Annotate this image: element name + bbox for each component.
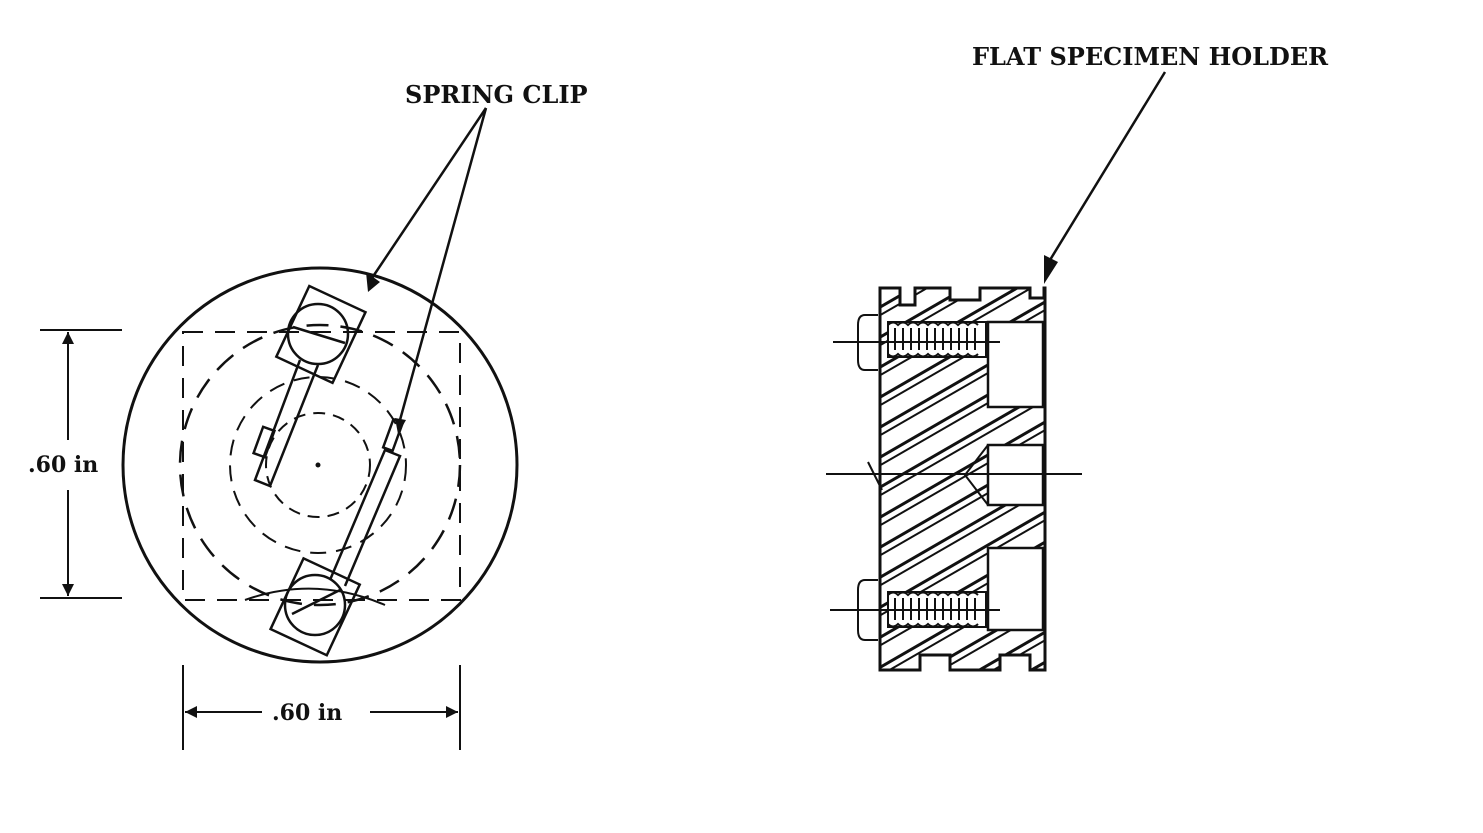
dashed-circle-inner [265, 412, 371, 518]
outer-circle [121, 266, 519, 664]
holder-leader [1044, 71, 1167, 284]
leader-arrowhead [366, 272, 380, 292]
height-dimension [40, 329, 122, 599]
spring-clip-top [251, 284, 368, 488]
spring-clip-label: SPRING CLIP [405, 80, 588, 109]
spring-clip-bottom [268, 417, 405, 657]
spring-clip-leaders [370, 107, 488, 421]
width-dimension-label: .60 in [272, 700, 342, 726]
dashed-circle-mid [229, 376, 407, 554]
flat-specimen-holder-label: FLAT SPECIMEN HOLDER [972, 42, 1329, 71]
width-dimension [182, 665, 461, 750]
screw-thread-top [857, 314, 987, 371]
dashed-circle-large [178, 323, 462, 607]
height-dimension-label: .60 in [28, 452, 98, 478]
front-view [121, 266, 519, 664]
centerlines [826, 341, 1082, 611]
dashed-square [182, 331, 461, 601]
section-view [826, 286, 1082, 672]
